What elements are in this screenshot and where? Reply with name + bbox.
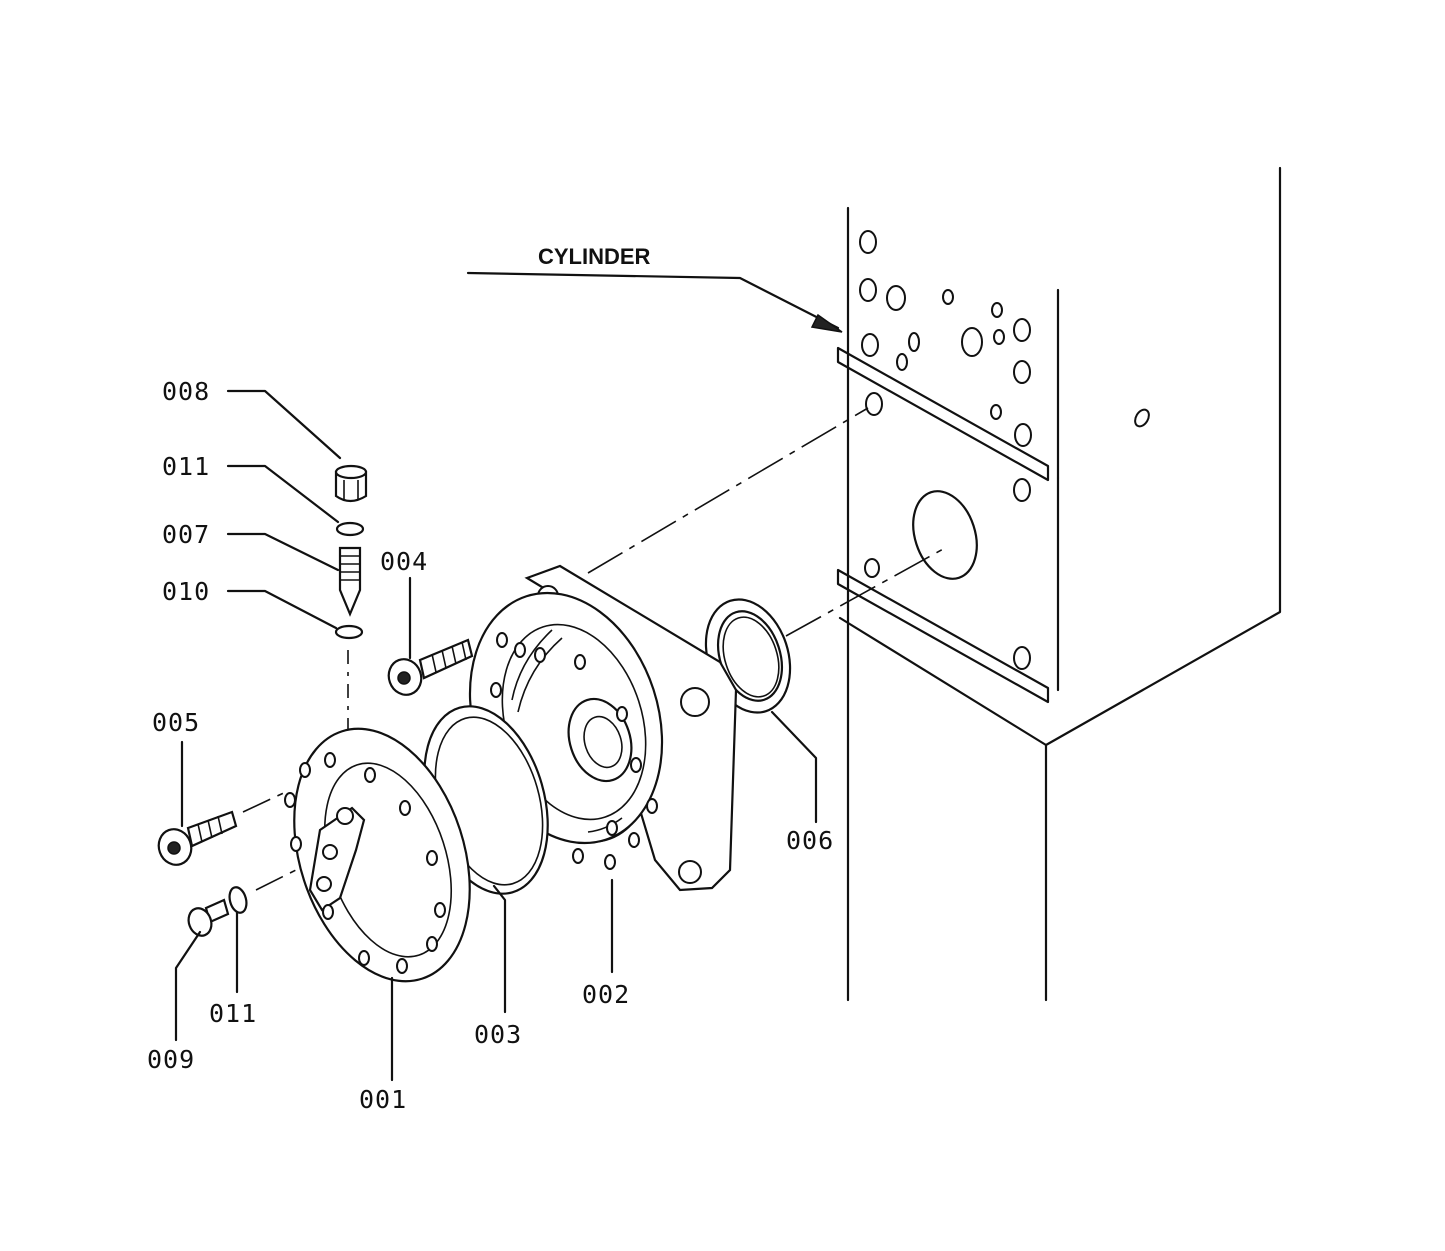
part-009-plug xyxy=(187,898,230,937)
part-007-needle-valve xyxy=(338,546,362,617)
label-001: 001 xyxy=(359,1085,407,1114)
label-007: 007 xyxy=(162,520,210,549)
leader-lines xyxy=(174,389,818,1082)
cylinder-leader-arrow xyxy=(466,271,840,330)
label-005: 005 xyxy=(152,708,200,737)
part-011-o-ring-bottom xyxy=(228,886,248,914)
part-002-bolt-holes xyxy=(490,632,658,870)
part-004-bolt xyxy=(387,638,474,696)
cylinder-label: CYLINDER xyxy=(538,244,651,269)
label-011-bottom: 011 xyxy=(209,999,257,1028)
cylinder-arrowhead xyxy=(810,313,843,333)
part-011-o-ring-top xyxy=(335,521,365,537)
part-001-bolt-holes xyxy=(284,752,446,974)
label-008: 008 xyxy=(162,377,210,406)
label-011-top: 011 xyxy=(162,452,210,481)
label-009: 009 xyxy=(147,1045,195,1074)
cylinder-block xyxy=(836,166,1282,1002)
part-001-flange-cover xyxy=(284,727,471,983)
part-number-labels: 008 011 007 010 004 005 006 002 003 011 … xyxy=(147,377,834,1114)
label-004: 004 xyxy=(380,547,428,576)
label-010: 010 xyxy=(162,577,210,606)
label-003: 003 xyxy=(474,1020,522,1049)
part-008-cap xyxy=(334,464,368,503)
part-005-bolt xyxy=(157,810,238,866)
label-006: 006 xyxy=(786,826,834,855)
label-002: 002 xyxy=(582,980,630,1009)
part-010-o-ring xyxy=(334,624,364,640)
cylinder-face-holes xyxy=(859,230,1150,670)
